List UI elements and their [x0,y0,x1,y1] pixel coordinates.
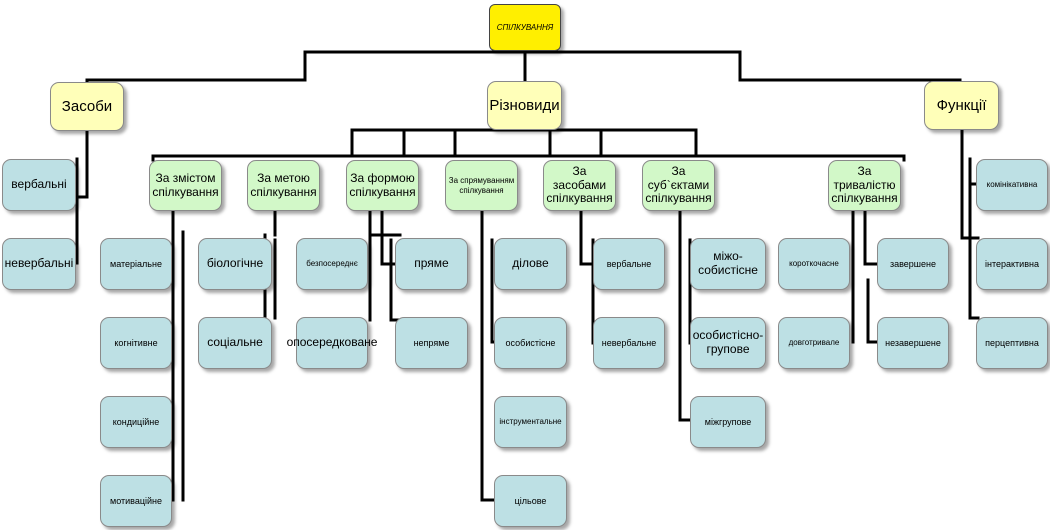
means-node: Засоби [50,82,124,131]
root-node: СПІЛКУВАННЯ [489,4,561,51]
subjects-item-interpersonal: міжо-собистісне [690,238,766,290]
purpose-item-social: соціальне [198,317,272,369]
content-item-conditional: кондиційне [100,396,172,448]
category-subjects: За суб`єктами спілкування [642,160,715,211]
content-item-material: матеріальне [100,238,172,290]
duration-item-long: довготривале [778,317,850,369]
category-means: За засобами спілкування [543,160,616,211]
function-item-interactive: інтерактивна [976,238,1048,290]
function-item-communicative: комінікативна [976,159,1048,211]
function-item-perceptive: перцептивна [976,317,1048,369]
purpose-item-biological: біологічне [198,238,272,290]
form-item-straight: пряме [395,238,468,290]
category-duration: За тривалістю спілкування [828,160,901,211]
varieties-node: Різновиди [487,81,562,130]
functions-node: Функції [924,81,999,130]
direction-item-instrumental: інструментальне [494,396,567,448]
means-item-nonverbal: невербальні [2,238,76,290]
content-item-motivational: мотиваційне [100,475,172,527]
form-item-mediated: опосередковане [287,317,377,369]
direction-item-target: цільове [494,475,567,527]
category-form: За формою спілкування [346,160,419,211]
content-item-cognitive: когнітивне [100,317,172,369]
subjects-item-personal-group: особистісно-групове [690,317,766,369]
means-cat-item-verbal: вербальне [593,238,665,290]
duration-item-completed: завершене [877,238,949,290]
form-item-indirect: непряме [395,317,468,369]
direction-item-personal: особистісне [494,317,567,369]
duration-item-uncompleted: незавершене [877,317,949,369]
category-content: За змістом спілкування [149,160,222,211]
category-direction: За спрямуванням спілкування [445,160,518,211]
means-cat-item-nonverbal: невербальне [593,317,665,369]
means-item-verbal: вербальні [2,159,76,211]
subjects-item-intergroup: міжгрупове [690,396,766,448]
direction-item-business: ділове [494,238,567,290]
form-item-direct: безпосереднє [296,238,368,290]
category-purpose: За метою спілкування [247,160,320,211]
duration-item-short: короткочасне [778,238,850,290]
